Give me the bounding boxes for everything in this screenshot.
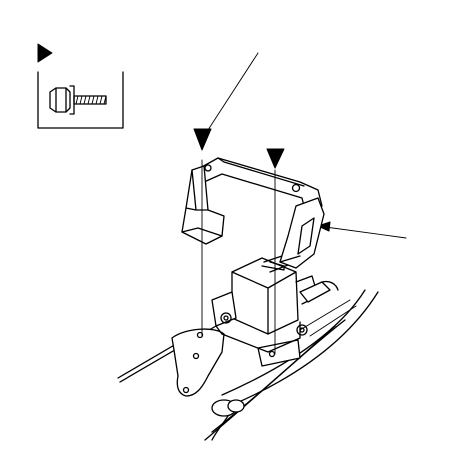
bolt-hole-left-tip	[182, 386, 190, 394]
legend-frame	[37, 71, 124, 129]
arrowhead-icon	[266, 148, 285, 169]
bracket-leg-left	[181, 165, 225, 245]
bolt-hole-right	[268, 350, 276, 358]
arrowhead-icon	[193, 128, 212, 151]
leader-line-upper	[207, 52, 259, 131]
seat-bracket	[181, 157, 325, 271]
fastener-legend	[37, 43, 124, 129]
mounting-plate-right	[257, 339, 301, 367]
grommet	[211, 399, 245, 441]
leader-line-right	[317, 225, 407, 239]
flange-bolt-icon	[49, 85, 107, 115]
bracket-leg-right	[279, 197, 325, 269]
alignment-marker-right	[266, 148, 285, 355]
bolt-hole-left-lower	[192, 352, 200, 360]
bolt-hole-left	[196, 331, 204, 339]
mounting-plate-left	[171, 328, 225, 397]
bracket-bolt-left	[204, 164, 212, 172]
alignment-marker-left	[193, 128, 212, 337]
bracket-bolt-top	[291, 183, 301, 193]
leader-arrow-right	[317, 221, 331, 232]
legend-arrowhead-icon	[37, 43, 53, 63]
